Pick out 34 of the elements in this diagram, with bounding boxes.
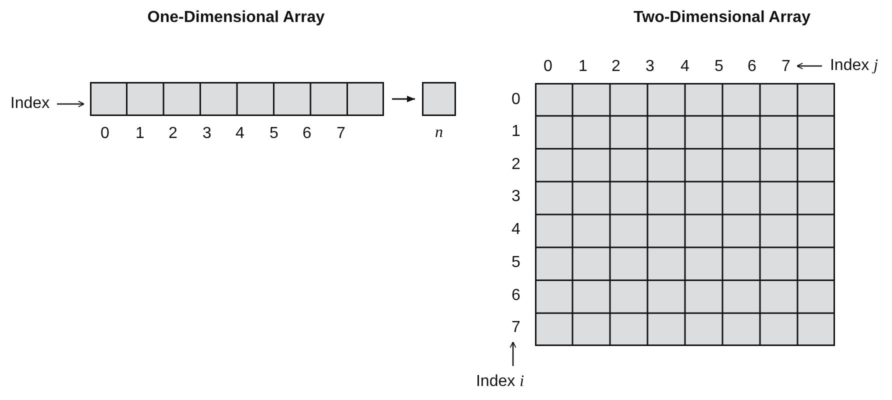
size-label: n <box>435 125 443 141</box>
element-index: 5 <box>270 126 278 142</box>
row-index: 4 <box>512 222 520 238</box>
row-index: 5 <box>512 255 520 271</box>
column-index: 0 <box>544 59 552 75</box>
element-index: 1 <box>136 126 144 142</box>
index-label: Index j <box>830 58 878 74</box>
element-index: 2 <box>168 126 178 142</box>
element-index: 3 <box>202 126 212 142</box>
column-index: 4 <box>680 59 690 75</box>
row-index: 6 <box>512 288 520 304</box>
array-cell <box>422 82 456 116</box>
column-index: 2 <box>612 59 620 75</box>
column-index: 5 <box>714 59 724 75</box>
array-grid <box>90 82 384 116</box>
row-index: 1 <box>512 124 520 140</box>
index-label: Index <box>10 96 50 112</box>
element-index: 7 <box>336 126 346 142</box>
diagram-heading: One-Dimensional Array <box>147 10 325 26</box>
array-grid <box>535 83 835 346</box>
row-index: 3 <box>512 189 520 205</box>
column-index: 1 <box>578 59 588 75</box>
element-index: 0 <box>100 126 110 142</box>
column-index: 6 <box>748 59 756 75</box>
element-index: 4 <box>236 126 244 142</box>
column-index: 3 <box>646 59 654 75</box>
diagram-heading: Two-Dimensional Array <box>634 10 810 26</box>
index-label: Index i <box>476 374 524 390</box>
element-index: 6 <box>302 126 312 142</box>
row-index: 0 <box>512 92 520 108</box>
column-index: 7 <box>782 59 790 75</box>
row-index: 2 <box>512 157 520 173</box>
arrow <box>392 96 415 102</box>
row-index: 7 <box>512 320 520 336</box>
